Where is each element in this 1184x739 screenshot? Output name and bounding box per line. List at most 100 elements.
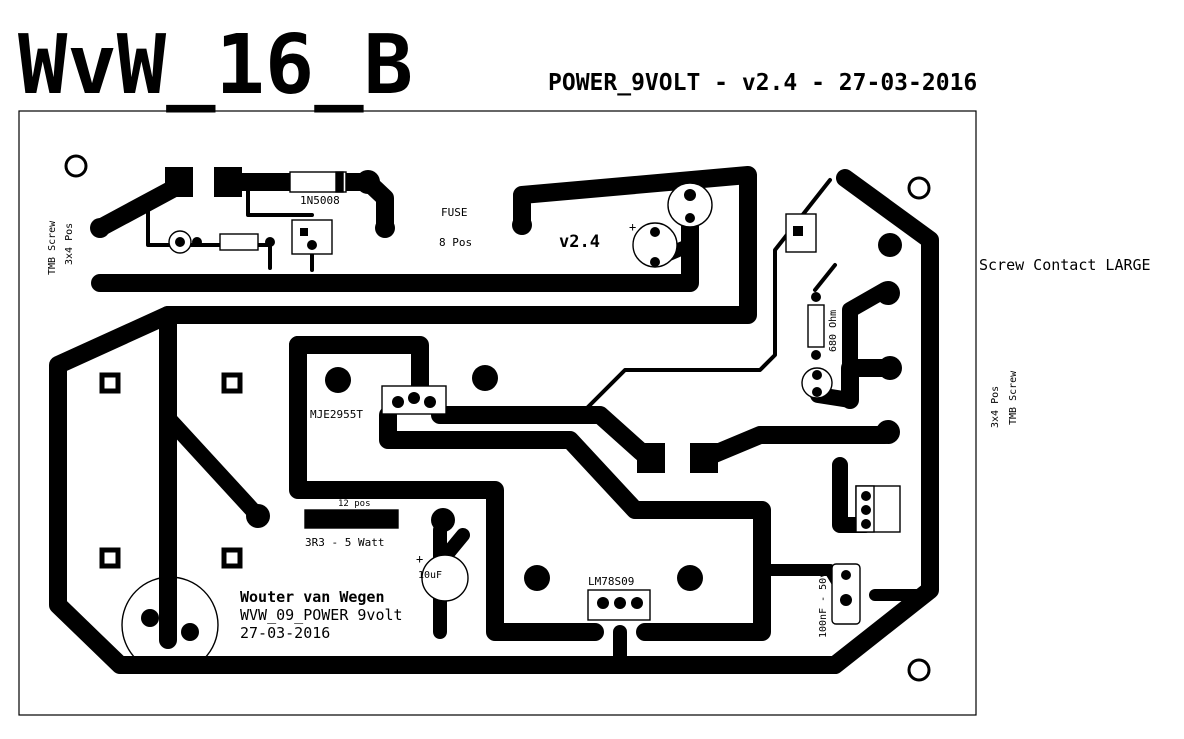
trace-right-middle [696,426,894,467]
pad-terminal [99,547,121,569]
author-date: 27-03-2016 [240,624,330,642]
cap-pad [650,227,660,237]
pad-square [165,167,193,197]
label-cap-100n: 100nF - 50v [818,572,829,638]
connector-pad [861,491,871,501]
resistor-680-pad [811,350,821,360]
led-right-pad [812,370,822,380]
trace-transistor-left [289,336,604,641]
power-resistor-block [304,509,399,529]
label-left-tmb: TMB Screw [47,220,58,275]
thin-trace-led [146,198,272,270]
pad-round [878,233,902,257]
thin-trace-diode [246,188,314,217]
led-pad [192,237,202,247]
component-outlines [121,171,901,674]
pad-round [431,508,455,532]
cap-100n-pad [840,594,852,606]
pad-terminal [99,372,121,394]
box-pad [793,226,803,236]
pad-round [512,215,532,235]
board-outline [18,110,977,716]
label-resistor-pos: 12 pos [338,499,371,509]
regulator-pad [597,597,609,609]
cap-pad [650,257,660,267]
trace-regulator-right [379,406,771,641]
labels: 1N5008 FUSE 8 Pos v2.4 + MJE2955T 12 pos… [47,194,1151,642]
pad-round [90,218,110,238]
trace-to-pad [431,406,657,467]
label-right-pos: 3x4 Pos [990,386,1001,428]
label-resistor: 3R3 - 5 Watt [305,536,384,549]
author-project: WVW_09_POWER 9volt [240,606,403,624]
resistor-680-pad [811,292,821,302]
diode-band [335,171,344,193]
author-name: Wouter van Wegen [240,588,385,606]
pad-square [214,167,242,197]
label-fuse-pos: 8 Pos [439,236,472,249]
cap-pad [684,189,696,201]
thin-trace-long [578,178,832,417]
fuse-pad [300,228,308,236]
pad-round [524,565,550,591]
label-cap-10uf: 10uF [418,570,442,581]
diode-body [289,171,347,193]
label-diode: 1N5008 [300,194,340,207]
pad-round [246,504,270,528]
pad-round [677,565,703,591]
cap-pad [685,213,695,223]
led-right-pad [812,387,822,397]
logo-title: WvW_16_B [18,18,413,113]
mount-hole-br [907,658,931,682]
pad-round [472,365,498,391]
thin-trace-res [813,263,837,292]
led-right-outline [801,367,833,399]
pad-round [356,170,380,194]
trace-outer-loop [49,166,939,674]
regulator-pad [614,597,626,609]
pad-round [375,218,395,238]
mount-hole-tr [907,176,931,200]
label-version: v2.4 [559,232,600,252]
pads [64,154,931,682]
pad-round [878,356,902,380]
cap-100n-pad [841,570,851,580]
label-cap-plus: + [416,552,423,566]
resistor-680-body [807,304,825,348]
trace-680 [810,282,893,408]
transistor-pad [424,396,436,408]
transistor-pad [408,392,420,404]
fuse-pad [307,240,317,250]
pad-square [690,443,718,473]
trace-diagonal [160,410,266,524]
regulator-pad [631,597,643,609]
pad-round [876,420,900,444]
resistor-body [219,233,259,251]
pad-square [637,443,665,473]
label-cap-plus-top: + [629,220,636,234]
pad-terminal [221,547,243,569]
led-pad [175,237,185,247]
mount-hole-tl [64,154,88,178]
pad-terminal [221,372,243,394]
cap-outline [667,182,713,228]
label-regulator: LM78S09 [588,575,634,588]
transistor-pad [392,396,404,408]
connector-pad [861,519,871,529]
trace-transistor-top [289,336,429,407]
label-transistor: MJE2955T [310,408,363,421]
label-right-tmb: TMB Screw [1008,370,1019,425]
label-screw-contact: Screw Contact LARGE [979,256,1151,274]
label-680: 680 Ohm [828,310,839,352]
big-cap-outline [121,576,219,674]
pad-round [325,367,351,393]
pad-round [876,281,900,305]
big-cap-pad [141,609,159,627]
connector-pad [861,505,871,515]
label-left-pos: 3x4 Pos [64,223,75,265]
label-fuse: FUSE [441,206,468,219]
header-subtitle: POWER_9VOLT - v2.4 - 27-03-2016 [548,70,977,96]
resistor-pad [265,237,275,247]
cap-10uf-outline [421,554,469,602]
